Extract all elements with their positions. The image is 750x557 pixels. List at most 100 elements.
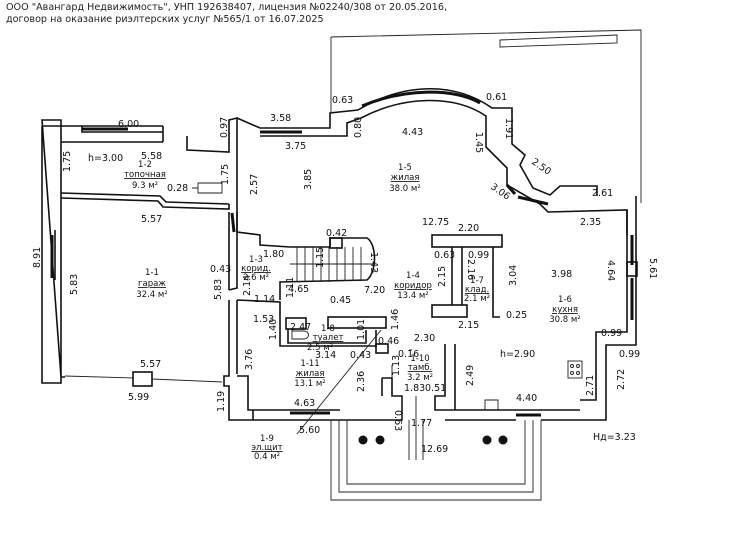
dim-label: 1.01 (356, 319, 367, 340)
dim-label: 0.46 (378, 336, 399, 347)
dim-label: 2.36 (356, 371, 367, 392)
wall-stair-top (236, 212, 376, 300)
dim-label: 1.40 (268, 319, 279, 340)
dim-label: 0.25 (506, 310, 527, 321)
room-name: эл.щит (251, 443, 282, 453)
sink-icon (484, 399, 499, 410)
room-id: 1-3 (249, 255, 263, 265)
wall-living-top (236, 88, 598, 196)
room-label-1-11: 1-11 жилая 13.1 м² (294, 359, 325, 389)
column-046 (375, 343, 389, 354)
stove-icon (567, 360, 583, 379)
wall-garage-outer (41, 119, 65, 384)
dim-label: 4.40 (516, 393, 537, 404)
dim-label: 2.50 (529, 156, 553, 177)
toilet-icon (291, 329, 309, 340)
column-wc (285, 317, 307, 330)
column-dot (498, 435, 508, 445)
kitchen-window-mullion (626, 261, 638, 277)
wall-boiler-bottom (60, 192, 230, 210)
room-id: 1-4 (406, 271, 420, 281)
door-marker-left (230, 212, 236, 233)
boiler-equipment (192, 182, 223, 194)
dim-label: 12.75 (422, 217, 449, 228)
dim-label: 1.15 (315, 247, 326, 268)
dim-label: 4.63 (294, 398, 315, 409)
room-id: 1-6 (558, 295, 572, 305)
dim-label: 2.30 (414, 333, 435, 344)
dim-label: 3.76 (244, 349, 255, 370)
dim-label: 5.60 (299, 425, 320, 436)
burner-icon (570, 371, 574, 375)
height-kitchen: h=2.90 (500, 349, 535, 360)
dim-label: 5.99 (128, 392, 149, 403)
room-label-1-10: 1-10 тамб. 3.2 м² (407, 354, 433, 383)
room-id: 1-9 (260, 434, 274, 444)
dim-label: 0.63 (434, 250, 455, 261)
dim-label: 0.99 (619, 349, 640, 360)
room-label-1-6: 1-6 кухня 30.8 м² (549, 295, 580, 325)
room-id: 1-8 (321, 324, 335, 334)
wall-wc (236, 299, 377, 347)
dim-label: 1.14 (254, 294, 275, 305)
dim-label: 3.85 (303, 169, 314, 190)
header-line-2: договор на оказание риэлтерских услуг №5… (6, 14, 324, 25)
dim-label: 3.98 (551, 269, 572, 280)
room-name: клад. (465, 285, 489, 295)
dim-label: 2.15 (437, 266, 448, 287)
dim-label: 0.61 (486, 92, 507, 103)
room-name: тамб. (408, 363, 433, 373)
height-outer: Нд=3.23 (593, 432, 636, 443)
agency-header: ООО "Авангард Недвижимость", УНП 1926384… (6, 2, 447, 26)
room-label-1-8: 1-8 туалет 2.5 м² (307, 324, 343, 353)
dim-label: 2.20 (458, 223, 479, 234)
dim-label: 2.35 (580, 217, 601, 228)
dim-label: 0.42 (326, 228, 347, 239)
room-area: 38.0 м² (389, 184, 420, 194)
partition-045 (327, 316, 387, 329)
dim-label: 0.43 (210, 264, 231, 275)
room-id: 1-2 (138, 160, 152, 170)
dim-label: 0.97 (219, 117, 230, 138)
room-area: 3.2 м² (407, 373, 433, 383)
column-dot (482, 435, 492, 445)
dim-label: 1.13 (391, 355, 402, 376)
storage-walls (451, 247, 500, 318)
wall-garage-right (228, 212, 238, 291)
dim-label: 4.65 (288, 284, 309, 295)
dim-label: 2.71 (585, 375, 596, 396)
room-label-1-3: 1-3 корид. 2.6 м² (241, 255, 271, 283)
room-name: жилая (296, 369, 325, 379)
height-boiler: h=3.00 (88, 153, 123, 164)
wall-garage-right-lower (223, 300, 340, 421)
dim-label: 3.58 (270, 113, 291, 124)
dim-label: 7.20 (364, 285, 385, 296)
column-dot (375, 435, 385, 445)
room-area: 2.6 м² (243, 273, 269, 283)
dim-label: 2.61 (592, 188, 613, 199)
room-area: 0.4 м² (254, 452, 280, 462)
burner-icon (576, 371, 580, 375)
wall-kitchen-bottom (434, 344, 580, 421)
dim-label: 2.49 (465, 365, 476, 386)
dim-label: 2.15 (458, 320, 479, 331)
dim-label: 3.04 (508, 265, 519, 286)
room-area: 30.8 м² (549, 315, 580, 325)
vestibule-line (391, 349, 417, 420)
column-dot (358, 435, 368, 445)
dim-label: 2.47 (290, 322, 311, 333)
dim-label: 1.83 (404, 383, 425, 394)
room-name: жилая (391, 173, 420, 183)
partition-215 (431, 304, 468, 318)
living-window-arc (361, 90, 481, 108)
room-id: 1-11 (300, 359, 319, 369)
dim-label: 0.28 (167, 183, 188, 194)
dim-label: 1.46 (390, 309, 401, 330)
dim-label: 1.75 (62, 151, 73, 172)
room-name: корид. (241, 264, 271, 274)
dim-label: 0.45 (330, 295, 351, 306)
partition-220 (431, 234, 503, 248)
wall-boiler-right (186, 116, 238, 212)
wall-boiler-top (42, 125, 164, 143)
room-id: 1-1 (145, 268, 159, 278)
